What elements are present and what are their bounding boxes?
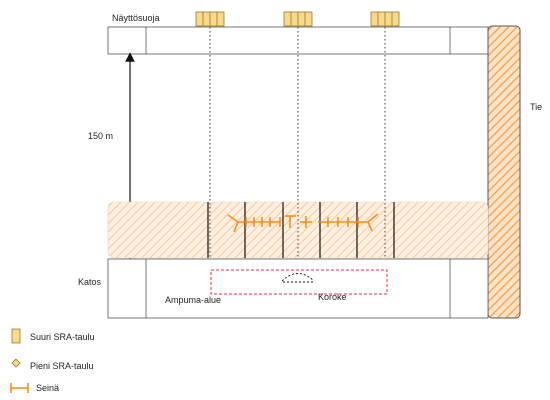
- large-sra-target: [195, 11, 225, 27]
- firing-shelter: [107, 258, 489, 319]
- line-of-fire: [209, 27, 386, 270]
- distance-label: 150 m: [88, 131, 113, 141]
- screen-shelter-label: Näyttösuoja: [112, 13, 160, 23]
- legend-label-small-target: Pieni SRA-taulu: [30, 361, 94, 371]
- platform-label: Koroke: [318, 292, 347, 302]
- legend-label-wall: Seinä: [36, 383, 59, 393]
- road-embankment: [487, 25, 521, 319]
- small-sra-target-icon: [11, 358, 21, 368]
- legend: Suuri SRA-taulu Pieni SRA-taulu Seinä: [10, 328, 95, 393]
- firing-area-label: Ampuma-alue: [165, 295, 221, 305]
- large-sra-target: [283, 11, 313, 27]
- large-sra-target-icon: [11, 328, 21, 344]
- firing-arc: [281, 273, 315, 282]
- roof-label: Katos: [78, 277, 102, 287]
- wall-icon: [10, 383, 29, 393]
- backstop-berm: [107, 201, 489, 259]
- platform-outline: [210, 269, 388, 295]
- road-label: Tie: [530, 102, 542, 112]
- legend-label-large-target: Suuri SRA-taulu: [30, 332, 95, 342]
- lane-dividers: [207, 202, 395, 258]
- large-sra-target: [370, 11, 400, 27]
- wall: [227, 213, 379, 233]
